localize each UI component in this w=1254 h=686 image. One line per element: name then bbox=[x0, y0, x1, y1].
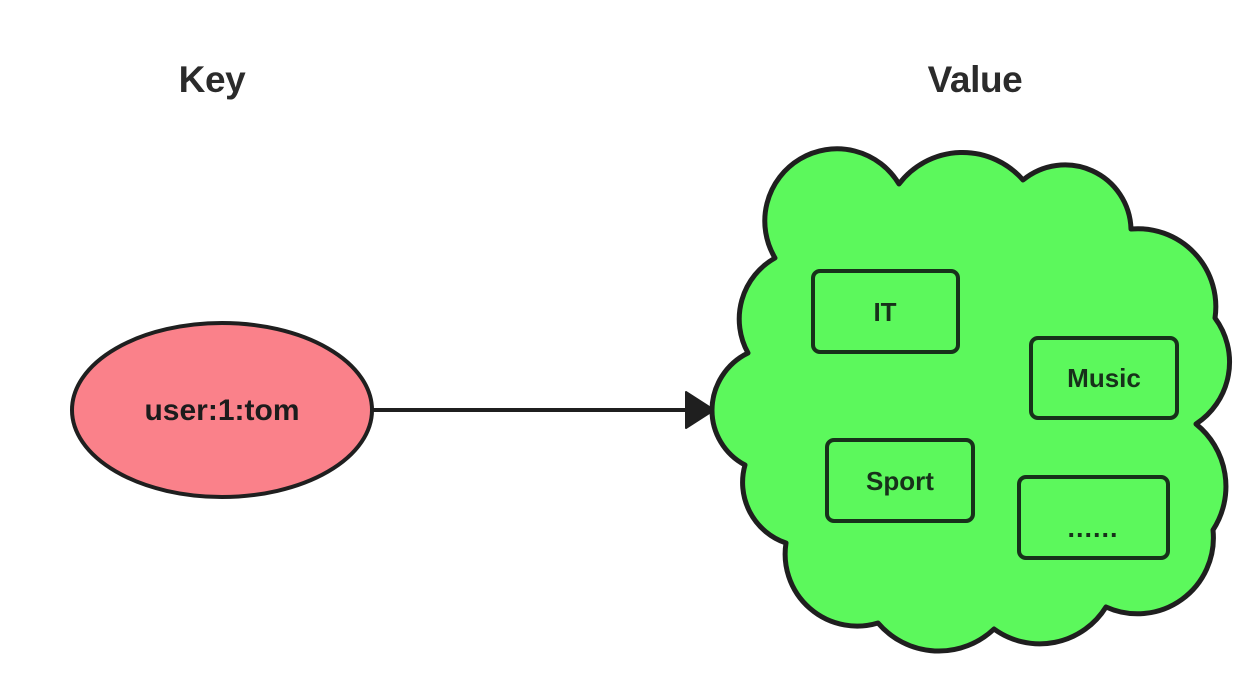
value-item-music-label: Music bbox=[1067, 363, 1141, 393]
value-item-sport-box bbox=[825, 438, 975, 523]
value-item-it-label: IT bbox=[873, 297, 896, 327]
arrow-head-icon bbox=[685, 391, 715, 429]
value-item-sport-label: Sport bbox=[866, 466, 934, 496]
value-item-music-box bbox=[1029, 336, 1179, 420]
value-item-it[interactable]: IT bbox=[811, 269, 960, 354]
value-column-header: Value bbox=[928, 59, 1023, 100]
value-item-ellipsis-box bbox=[1017, 475, 1170, 560]
value-item-ellipsis[interactable]: ...... bbox=[1017, 475, 1170, 560]
key-column-header: Key bbox=[179, 59, 246, 100]
value-item-music[interactable]: Music bbox=[1029, 336, 1179, 420]
value-item-it-box bbox=[811, 269, 960, 354]
key-node-shape bbox=[70, 321, 374, 499]
value-item-ellipsis-label: ...... bbox=[1067, 513, 1118, 543]
key-node-ellipse[interactable]: user:1:tom bbox=[70, 321, 374, 499]
value-node-cloud[interactable]: IT Music Sport ...... bbox=[709, 146, 1232, 654]
key-to-value-arrow bbox=[370, 391, 715, 429]
value-item-sport[interactable]: Sport bbox=[825, 438, 975, 523]
key-node-label: user:1:tom bbox=[144, 394, 299, 427]
